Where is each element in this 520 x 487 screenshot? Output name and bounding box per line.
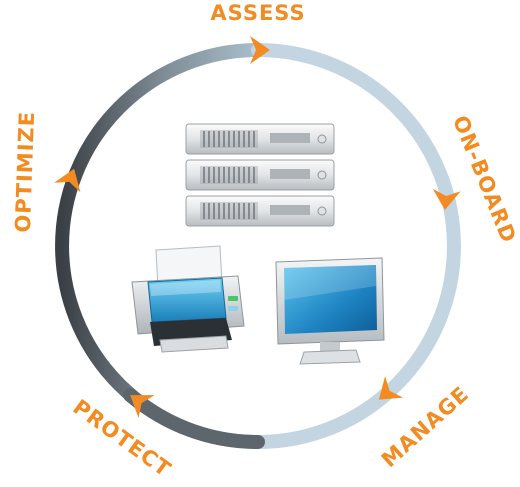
- cycle-ring: [55, 43, 461, 450]
- server-unit: [185, 195, 335, 227]
- server-unit: [185, 123, 335, 155]
- stage-label-assess: ASSESS: [210, 1, 305, 25]
- server-rack-icon: [185, 123, 335, 227]
- stage-label-optimize: OPTIMIZE: [11, 111, 39, 233]
- arrow-manage-icon: [378, 376, 404, 400]
- arrow-optimize-icon: [54, 168, 81, 193]
- printer-icon: [131, 245, 245, 353]
- arrow-protect-icon: [130, 395, 155, 419]
- arrow-onboard-icon: [432, 188, 461, 210]
- arrow-assess-icon: [250, 36, 270, 64]
- server-unit: [185, 159, 335, 191]
- monitor-icon: [275, 257, 385, 365]
